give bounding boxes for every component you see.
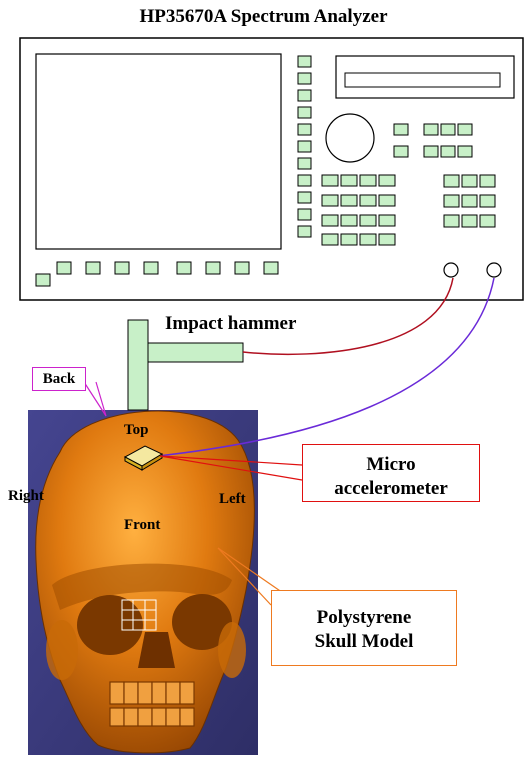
micro-callout-lines [159, 455, 303, 481]
impact-hammer-label: Impact hammer [165, 313, 297, 334]
front-label: Front [124, 517, 161, 533]
hammer-cable [242, 277, 454, 356]
impact-hammer [127, 319, 244, 411]
analyzer-input-connector-2 [486, 262, 502, 278]
measurement-grid [121, 599, 157, 631]
skull-image [28, 410, 258, 755]
page-title: HP35670A Spectrum Analyzer [139, 6, 388, 27]
analyzer-input-connector-1 [443, 262, 459, 278]
micro-accelerometer-label: Micro accelerometer [302, 444, 480, 502]
analyzer-keypad-mid [321, 174, 396, 246]
analyzer-knob [325, 113, 375, 163]
skull-model-label-line2: Skull Model [314, 630, 414, 652]
top-label: Top [124, 422, 149, 438]
analyzer-screen [35, 53, 282, 250]
right-label: Right [8, 488, 44, 504]
analyzer-keypad-right [443, 174, 496, 228]
skull-model-label-line1: Polystyrene [316, 607, 412, 628]
micro-accelerometer-label-line1: Micro [366, 454, 416, 475]
micro-accelerometer-label-line2: accelerometer [334, 477, 448, 499]
accelerometer-cable [157, 277, 495, 457]
analyzer-buttons-right [393, 123, 473, 158]
back-label: Back [32, 367, 86, 391]
skull-model-label: Polystyrene Skull Model [271, 590, 457, 666]
skull-callout-lines [217, 547, 287, 606]
analyzer-button-column [297, 55, 312, 238]
analyzer-softkeys [35, 261, 279, 287]
spectrum-analyzer [19, 37, 524, 301]
left-label: Left [219, 491, 246, 507]
back-callout-lines [83, 381, 107, 417]
micro-accelerometer [123, 445, 164, 471]
right-eye-socket [172, 594, 232, 650]
